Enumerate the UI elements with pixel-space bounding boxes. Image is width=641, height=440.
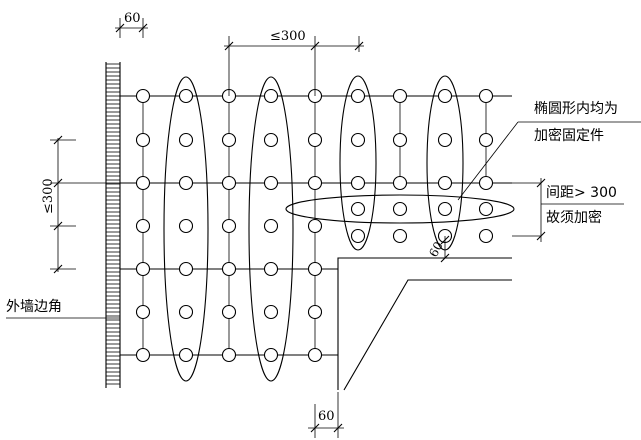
- dense-zone-ellipses: [163, 75, 515, 382]
- fastener-circle: [263, 175, 279, 191]
- fastener-circle: [135, 132, 151, 148]
- dimension-corner-60: 60: [426, 235, 450, 263]
- fastener-circle: [437, 201, 453, 217]
- fastener-circle: [135, 261, 151, 277]
- note-ellipse-line1: 椭圆形内均为: [534, 101, 618, 117]
- fastener-circle: [221, 304, 237, 320]
- fastener-circle: [350, 88, 366, 104]
- dimension-left-300: ≤300: [41, 135, 120, 274]
- fastener-circle: [478, 175, 494, 191]
- fastener-circle: [350, 132, 366, 148]
- fastener-circle: [178, 88, 194, 104]
- fastener-circle: [221, 132, 237, 148]
- dim-top-edge-label: 60: [124, 11, 141, 26]
- fastener-circle: [392, 88, 408, 104]
- fastener-circle: [437, 88, 453, 104]
- fastener-circle: [178, 175, 194, 191]
- fastener-circle: [178, 218, 194, 234]
- fastener-circle: [478, 88, 494, 104]
- inside-corner-wall: [337, 257, 512, 391]
- fastener-circle: [350, 201, 366, 217]
- fastener-circle: [135, 218, 151, 234]
- fastener-circle: [350, 228, 366, 244]
- fastener-circle: [307, 175, 323, 191]
- fastener-circle: [263, 88, 279, 104]
- fastener-circle: [221, 347, 237, 363]
- fastener-circle: [135, 304, 151, 320]
- fastener-circle: [350, 175, 366, 191]
- fastener-circle: [307, 132, 323, 148]
- note-wall-corner: 外墙边角: [6, 299, 62, 315]
- fastener-circle: [392, 175, 408, 191]
- dim-top-spacing-label: ≤300: [270, 29, 306, 44]
- fastener-circle: [478, 132, 494, 148]
- dim-corner-edge-label: 60: [426, 239, 446, 259]
- fastener-circle: [135, 347, 151, 363]
- wall-edge-hatch: [105, 62, 121, 388]
- note-spacing-line2: 故须加密: [546, 209, 602, 226]
- fastener-circle: [263, 304, 279, 320]
- fastener-circle: [437, 132, 453, 148]
- ellipse-zone-horizontal: [285, 194, 515, 224]
- dim-bottom-edge-label: 60: [318, 409, 335, 424]
- fastener-circle: [178, 132, 194, 148]
- fastener-circle: [221, 261, 237, 277]
- ellipse-zone-2: [248, 76, 294, 382]
- dimension-bottom-60: 60: [308, 392, 344, 438]
- fastener-circle: [307, 304, 323, 320]
- fastener-circle: [478, 228, 494, 244]
- fastener-circle: [392, 201, 408, 217]
- dimension-top-300: ≤300: [224, 29, 364, 96]
- ellipse-zone-3: [339, 75, 377, 251]
- leader-ellipse-note: 椭圆形内均为 加密固定件: [457, 101, 641, 201]
- fastener-circle: [263, 218, 279, 234]
- ellipse-zone-1: [163, 76, 209, 382]
- fastener-circle: [307, 347, 323, 363]
- fastener-circle: [392, 132, 408, 148]
- fastener-circles: [135, 88, 494, 363]
- fastener-circle: [437, 175, 453, 191]
- fastener-circle: [263, 132, 279, 148]
- fastener-circle: [221, 218, 237, 234]
- fastener-circle: [263, 347, 279, 363]
- leader-spacing-note: 间距> 300 故须加密: [512, 178, 624, 242]
- fastener-circle: [478, 201, 494, 217]
- fastener-circle: [221, 175, 237, 191]
- note-ellipse-line2: 加密固定件: [534, 127, 604, 144]
- fastener-circle: [392, 228, 408, 244]
- fastener-circle: [135, 175, 151, 191]
- leader-wall-corner-note: 外墙边角: [6, 299, 120, 319]
- fastener-circle: [307, 261, 323, 277]
- fastener-circle: [307, 218, 323, 234]
- dimension-top-60: 60: [115, 11, 148, 38]
- fastener-circle: [135, 88, 151, 104]
- note-spacing-line1: 间距> 300: [546, 185, 617, 201]
- fastener-circle: [178, 304, 194, 320]
- dim-left-spacing-label: ≤300: [41, 178, 56, 214]
- fastener-circle: [178, 347, 194, 363]
- fastener-circle: [263, 261, 279, 277]
- fastener-circle: [178, 261, 194, 277]
